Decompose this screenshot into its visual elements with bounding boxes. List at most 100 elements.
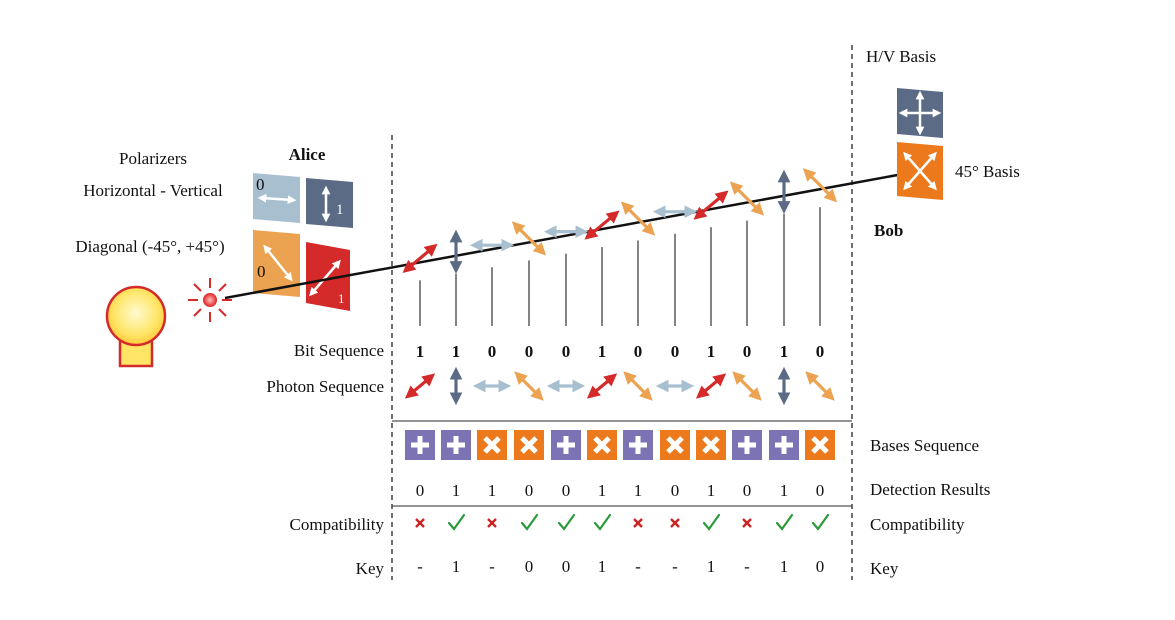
detection-value: 1 [488,481,497,500]
detection-value: 1 [707,481,716,500]
diag-basis-cross-icon [805,430,835,460]
hv-basis-plus-icon [623,430,653,460]
detection-value: 1 [598,481,607,500]
alice-dplus-bit: 1 [338,291,345,306]
photon-arrow [805,371,835,401]
key-value: 1 [598,557,607,576]
beam-photon-arrow [584,210,620,240]
bit-value: 1 [452,342,461,361]
diag-basis-cross-icon [514,430,544,460]
alice-h-bit: 0 [256,175,265,194]
cross-mark-icon [633,518,643,528]
beam-photon-arrow [402,243,438,273]
photon-arrow [586,373,618,399]
key-value: - [672,557,678,576]
compatibility-label-left: Compatibility [290,515,385,534]
bob-diag-basis-icon [897,142,943,200]
light-bulb-icon [105,285,167,368]
beam-photon-arrow [511,221,547,256]
compatibility-label-right: Compatibility [870,515,965,534]
diag-basis-cross-icon [696,430,726,460]
key-label-right: Key [870,559,899,578]
hv-basis-plus-icon [769,430,799,460]
beam-photon-arrow [729,181,765,216]
check-icon [447,513,466,531]
bit-sequence-label: Bit Sequence [294,341,384,360]
hv-basis-label: H/V Basis [866,47,936,66]
bit-value: 0 [562,342,571,361]
check-icon [775,513,794,531]
key-value: 1 [780,557,789,576]
diagonal-polarizer-label: Diagonal (-45°, +45°) [75,237,224,256]
check-icon [593,513,612,531]
photon-emission-icon [188,278,232,322]
key-label-left: Key [356,559,385,578]
detection-results-label: Detection Results [870,480,990,499]
beam-photon-arrow [620,201,656,236]
photon-arrow [404,373,436,399]
alice-dminus-bit: 0 [257,262,266,281]
bit-value: 0 [743,342,752,361]
detection-value: 1 [780,481,789,500]
hv-basis-plus-icon [441,430,471,460]
detection-value: 0 [816,481,825,500]
bit-value: 0 [525,342,534,361]
bit-value: 1 [598,342,607,361]
photon-arrow [514,371,544,401]
hv-basis-plus-icon [551,430,581,460]
detection-value: 0 [743,481,752,500]
bit-value: 0 [488,342,497,361]
diag-basis-cross-icon [587,430,617,460]
bases-sequence-label: Bases Sequence [870,436,979,455]
bit-value: 1 [707,342,716,361]
key-value: 1 [707,557,716,576]
hv-basis-plus-icon [405,430,435,460]
cross-mark-icon [415,518,425,528]
detection-value: 0 [671,481,680,500]
bit-value: 1 [780,342,789,361]
key-value: 1 [452,557,461,576]
photon-sequence-label: Photon Sequence [266,377,384,396]
key-value: - [744,557,750,576]
check-icon [557,513,576,531]
check-icon [811,513,830,531]
key-value: 0 [525,557,534,576]
bit-value: 1 [416,342,425,361]
bit-value: 0 [816,342,825,361]
alice-polarizer-vertical [306,178,353,228]
alice-label: Alice [289,145,326,164]
detection-value: 0 [416,481,425,500]
cross-mark-icon [742,518,752,528]
diag-basis-cross-icon [660,430,690,460]
detection-value: 0 [562,481,571,500]
bit-value: 0 [671,342,680,361]
beam-photon-arrow [693,190,729,220]
detection-value: 1 [452,481,461,500]
photon-arrow [732,371,762,401]
detection-value: 0 [525,481,534,500]
photon-arrow [695,373,727,399]
beam-photon-arrow [802,168,838,203]
diag-basis-label: 45° Basis [955,162,1020,181]
bob-label: Bob [874,221,903,240]
photon-arrow [623,371,653,401]
diag-basis-cross-icon [477,430,507,460]
cross-mark-icon [670,518,680,528]
polarizers-label: Polarizers [119,149,187,168]
alice-polarizer-diag-plus [306,242,350,311]
alice-polarizer-diag-minus [253,230,300,297]
check-icon [702,513,721,531]
detection-value: 1 [634,481,643,500]
key-value: - [489,557,495,576]
alice-polarizer-horizontal [253,173,300,223]
key-value: - [417,557,423,576]
key-value: 0 [816,557,825,576]
hv-basis-plus-icon [732,430,762,460]
bob-hv-basis-icon [897,88,943,138]
key-value: 0 [562,557,571,576]
check-icon [520,513,539,531]
hv-polarizer-label: Horizontal - Vertical [83,181,223,200]
alice-v-bit: 1 [336,202,344,218]
bit-value: 0 [634,342,643,361]
